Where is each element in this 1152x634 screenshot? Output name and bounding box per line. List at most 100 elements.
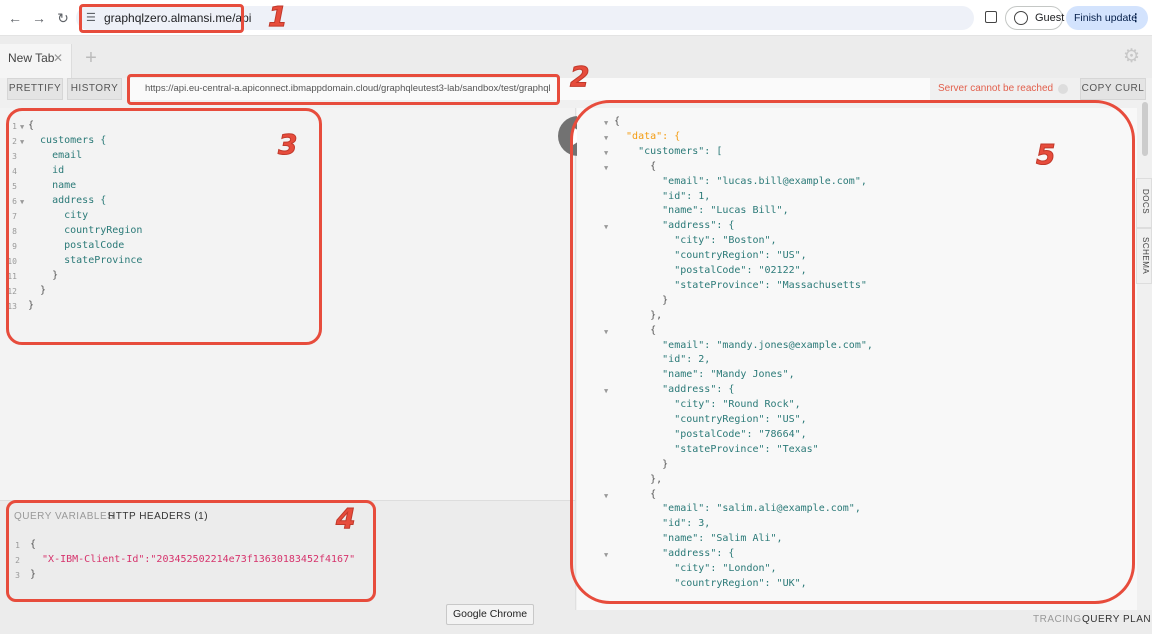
schema-label: SCHEMA (1141, 237, 1150, 275)
url-text: graphqlzero.almansi.me/api (104, 11, 252, 25)
result-line: "address": { (614, 220, 735, 232)
fold-caret-icon[interactable]: ▼ (604, 491, 609, 500)
add-tab-icon[interactable]: + (85, 47, 97, 69)
header-line: "X-IBM-Client-Id":"203452502214e73f13630… (30, 554, 356, 565)
back-icon[interactable]: ← (8, 10, 22, 26)
result-line: { (614, 160, 657, 172)
line-number: 1 (12, 122, 17, 131)
kebab-menu-icon: ⋮ (1130, 12, 1142, 24)
side-panel-icon[interactable] (985, 11, 997, 23)
query-line: countryRegion (28, 225, 143, 236)
schema-tab[interactable]: SCHEMA (1136, 228, 1152, 284)
forward-icon[interactable]: → (32, 10, 46, 26)
fold-caret-icon[interactable]: ▼ (604, 163, 609, 172)
guest-label: Guest (1035, 12, 1065, 24)
result-line: "countryRegion": "US", (614, 414, 807, 425)
fold-caret-icon[interactable]: ▼ (604, 148, 609, 157)
reload-icon[interactable]: ↻ (57, 10, 69, 26)
result-line: "countryRegion": "UK", (614, 577, 807, 589)
result-line: "email": "salim.ali@example.com", (614, 503, 861, 515)
copy-curl-button[interactable]: COPY CURL (1080, 78, 1146, 100)
endpoint-input[interactable]: https://api.eu-central-a.apiconnect.ibma… (130, 78, 930, 100)
docs-label: DOCS (1141, 189, 1150, 215)
docs-tab[interactable]: DOCS (1136, 178, 1152, 228)
fold-caret-icon[interactable]: ▼ (20, 198, 25, 206)
annotation-number-4: 4 (335, 502, 356, 536)
result-scrollbar[interactable] (1142, 102, 1148, 156)
result-line: "email": "mandy.jones@example.com", (614, 339, 873, 351)
line-number: 10 (7, 257, 17, 266)
result-line: "customers": [ (614, 145, 723, 157)
tab-label: New Tab (8, 51, 55, 65)
query-plan-tab[interactable]: QUERY PLAN (1082, 614, 1152, 625)
annotation-box-5 (570, 100, 1135, 604)
line-number: 8 (12, 227, 17, 236)
tracing-tab[interactable]: TRACING (1033, 614, 1082, 625)
tab-new[interactable]: New Tab ✕ (0, 44, 72, 78)
header-line: { (30, 539, 37, 550)
result-line: { (614, 488, 657, 500)
result-line: "email": "lucas.bill@example.com", (614, 175, 867, 187)
server-status-dot (1058, 84, 1068, 94)
result-line: } (614, 294, 669, 306)
annotation-number-2: 2 (569, 60, 590, 94)
result-viewer: ▼{▼ "data": {▼ "customers": [▼ { "email"… (577, 108, 1137, 610)
line-number: 6 (12, 197, 17, 206)
prettify-button[interactable]: PRETTIFY (7, 78, 63, 100)
result-line: "city": "London", (614, 563, 777, 574)
result-line: "name": "Mandy Jones", (614, 369, 795, 381)
query-line: address { (28, 195, 107, 206)
fold-caret-icon[interactable]: ▼ (20, 123, 25, 131)
tab-http-headers[interactable]: HTTP HEADERS (1) (108, 511, 209, 522)
fold-caret-icon[interactable]: ▼ (20, 138, 25, 146)
fold-caret-icon[interactable]: ▼ (604, 387, 609, 396)
fold-caret-icon[interactable]: ▼ (604, 223, 609, 232)
playground-toolbar: PRETTIFY HISTORY https://api.eu-central-… (0, 78, 1152, 100)
query-line: name (28, 180, 77, 191)
site-info-icon[interactable]: ☰ (86, 12, 96, 24)
history-button[interactable]: HISTORY (67, 78, 122, 100)
result-line: }, (614, 473, 663, 485)
line-number: 2 (15, 556, 20, 565)
footer-bar: TRACING QUERY PLAN (0, 610, 1152, 634)
query-line: city (28, 210, 89, 221)
tab-query-variables[interactable]: QUERY VARIABLES (14, 511, 115, 522)
annotation-box-3 (6, 108, 322, 345)
line-number: 4 (12, 167, 17, 176)
result-line: "city": "Boston", (614, 235, 777, 247)
result-line: }, (614, 309, 663, 321)
guest-profile-button[interactable]: Guest (1005, 6, 1065, 30)
result-line: "name": "Salim Ali", (614, 533, 783, 545)
query-line: email (28, 150, 83, 161)
query-line: customers { (28, 135, 107, 146)
profile-icon (1014, 11, 1028, 25)
result-line: "id": 2, (614, 354, 711, 366)
finish-update-button[interactable]: Finish update ⋮ (1066, 6, 1148, 30)
result-line: "id": 3, (614, 518, 711, 530)
address-bar[interactable]: ☰ graphqlzero.almansi.me/api (76, 6, 974, 30)
result-line: "name": "Lucas Bill", (614, 205, 789, 217)
line-number: 11 (7, 272, 17, 281)
line-number: 12 (7, 287, 17, 296)
result-line: "address": { (614, 548, 735, 560)
query-line: id (28, 165, 65, 176)
header-line: } (30, 569, 37, 580)
result-line: "stateProvince": "Massachusetts" (614, 279, 867, 291)
line-number: 3 (15, 571, 20, 580)
result-line: "postalCode": "02122", (614, 265, 807, 276)
settings-gear-icon[interactable]: ⚙ (1123, 46, 1141, 67)
finish-update-label: Finish update (1074, 12, 1138, 24)
fold-caret-icon[interactable]: ▼ (604, 551, 609, 560)
line-number: 3 (12, 152, 17, 161)
result-line: "id": 1, (614, 190, 711, 202)
query-line: } (28, 285, 47, 296)
result-line: "postalCode": "78664", (614, 428, 807, 440)
line-number: 2 (12, 137, 17, 146)
annotation-box-2 (127, 74, 560, 105)
line-number: 9 (12, 242, 17, 251)
fold-caret-icon[interactable]: ▼ (604, 327, 609, 336)
query-line: { (28, 120, 35, 131)
result-line: { (614, 324, 657, 336)
close-tab-icon[interactable]: ✕ (52, 51, 63, 65)
